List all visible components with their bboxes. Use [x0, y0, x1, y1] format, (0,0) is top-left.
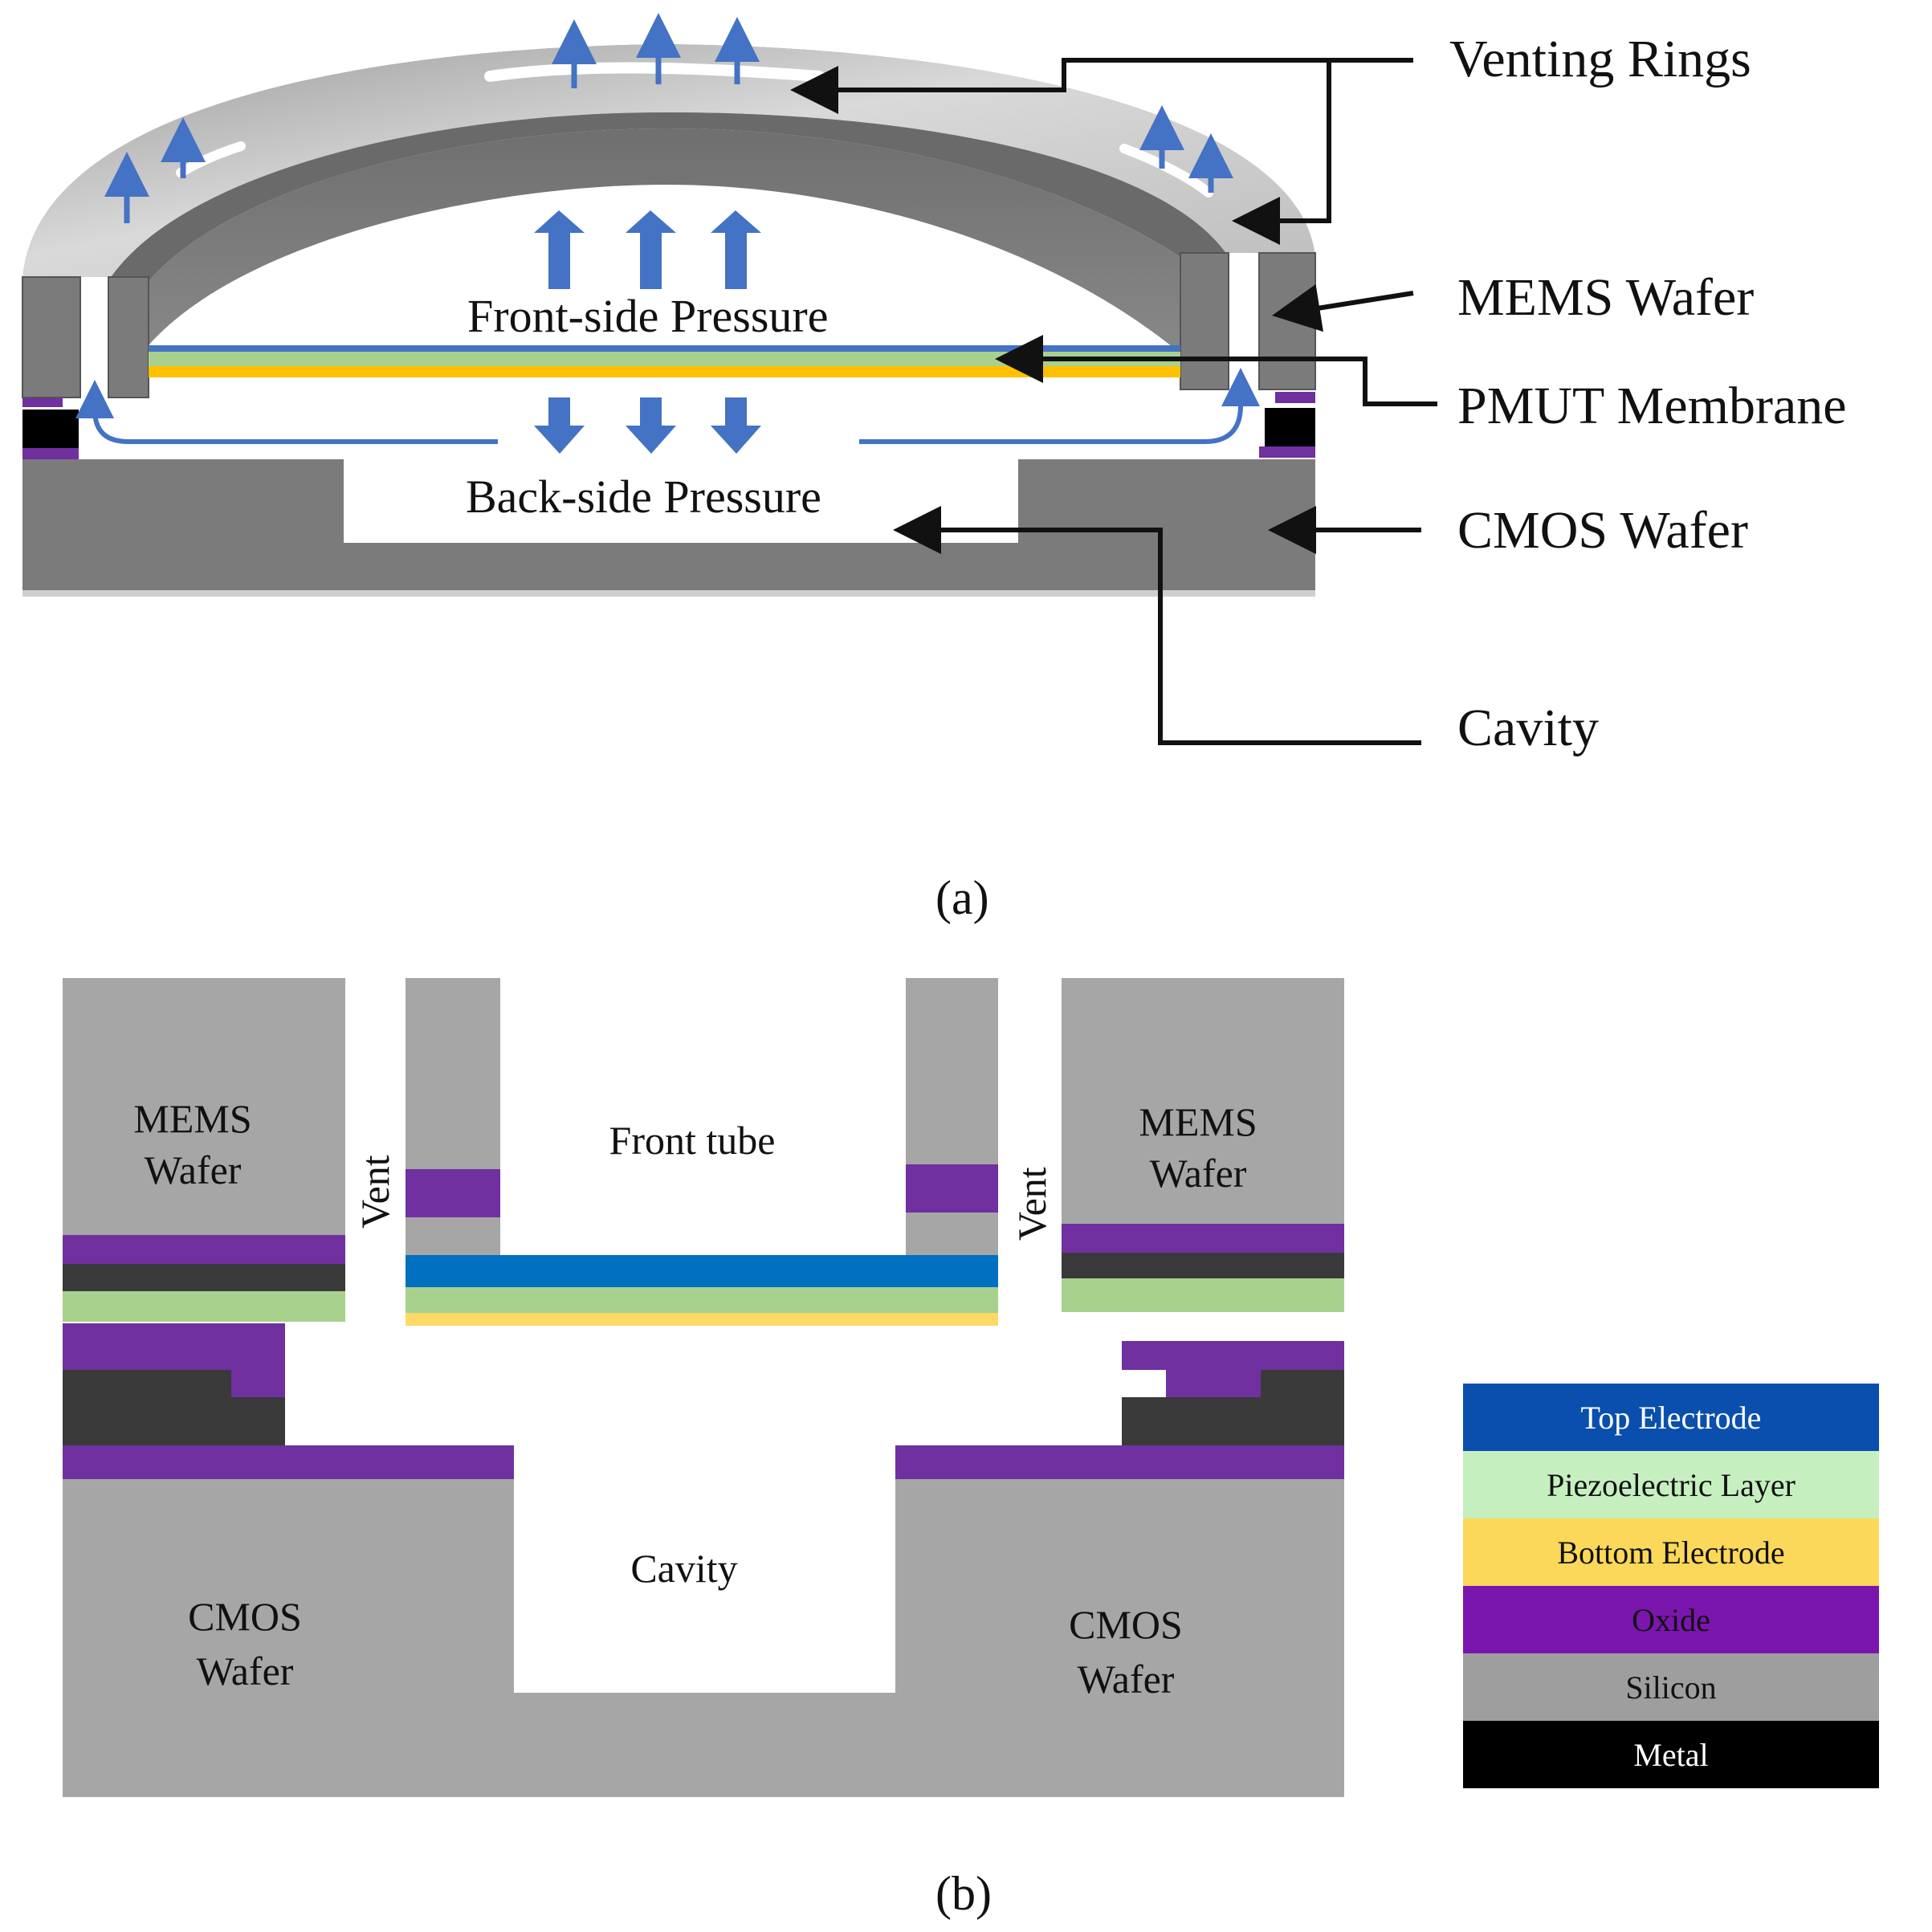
mems-wafer-right: [1062, 978, 1344, 1312]
label-cmos-wafer: CMOS Wafer: [1457, 501, 1748, 560]
label-mems-wafer-right-2: Wafer: [1150, 1151, 1247, 1196]
legend-label: Oxide: [1632, 1602, 1710, 1638]
bond-stack-left: [22, 396, 79, 459]
label-pmut-membrane: PMUT Membrane: [1457, 377, 1847, 435]
mems-wafer-left: [63, 978, 345, 1322]
label-front-tube: Front tube: [609, 1118, 776, 1163]
label-vent-right: Vent: [1009, 1167, 1054, 1241]
legend-swatch: [1463, 1518, 1879, 1586]
legend-swatch: [1463, 1721, 1879, 1788]
caption-b: (b): [935, 1867, 992, 1920]
panel-a: Venting Rings MEMS Wafer PMUT Membrane C…: [22, 13, 1847, 924]
label-cavity-b: Cavity: [630, 1546, 737, 1591]
venting-arrows: [104, 13, 1233, 223]
front-pressure-arrows: [534, 210, 761, 289]
legend-label: Metal: [1633, 1737, 1708, 1773]
legend-label: Piezoelectric Layer: [1547, 1467, 1795, 1503]
panel-b: MEMS Wafer MEMS Wafer Vent Vent Front tu…: [63, 978, 1879, 1920]
legend-swatch: [1463, 1653, 1879, 1721]
cmos-wafer-b: [63, 1479, 1344, 1797]
legend-label: Top Electrode: [1581, 1400, 1762, 1436]
mems-dome: [22, 44, 1316, 398]
label-mems-wafer-left-2: Wafer: [145, 1147, 242, 1192]
pmut-membrane: [149, 345, 1180, 377]
cmos-wafer-base: [22, 459, 1315, 597]
back-pressure-arrows: [534, 397, 761, 454]
arrow-down-icon: [711, 397, 761, 454]
arrow-up-icon: [711, 210, 761, 289]
label-vent-left: Vent: [353, 1155, 397, 1229]
label-mems-wafer: MEMS Wafer: [1457, 268, 1754, 327]
legend-swatch: [1463, 1586, 1879, 1653]
label-mems-wafer-left-1: MEMS: [133, 1096, 251, 1141]
label-cmos-wafer-right-1: CMOS: [1069, 1602, 1183, 1647]
label-cmos-wafer-right-2: Wafer: [1078, 1657, 1175, 1702]
arrow-up-icon: [534, 210, 585, 289]
legend-label: Bottom Electrode: [1557, 1535, 1784, 1571]
legend-label: Silicon: [1625, 1669, 1716, 1706]
legend-swatch: [1463, 1384, 1879, 1451]
bond-stack-right: [1259, 392, 1315, 458]
caption-a: (a): [935, 871, 989, 924]
front-tube-structure: [406, 978, 998, 1326]
label-cmos-wafer-left-1: CMOS: [188, 1594, 302, 1639]
label-cmos-wafer-left-2: Wafer: [197, 1649, 294, 1694]
label-mems-wafer-right-1: MEMS: [1139, 1099, 1257, 1144]
label-cavity: Cavity: [1457, 699, 1599, 757]
flow-arrows: [75, 368, 1260, 444]
leader-lines: [790, 58, 1437, 745]
arrow-up-icon: [626, 210, 676, 289]
cmos-stack-right: [895, 1341, 1344, 1479]
label-front-side-pressure: Front-side Pressure: [467, 290, 828, 342]
arrow-down-icon: [534, 397, 585, 454]
legend-swatch: [1463, 1451, 1879, 1518]
arrow-down-icon: [626, 397, 676, 454]
label-venting-rings: Venting Rings: [1449, 30, 1751, 88]
label-back-side-pressure: Back-side Pressure: [466, 471, 821, 523]
cmos-stack-left: [63, 1323, 514, 1479]
